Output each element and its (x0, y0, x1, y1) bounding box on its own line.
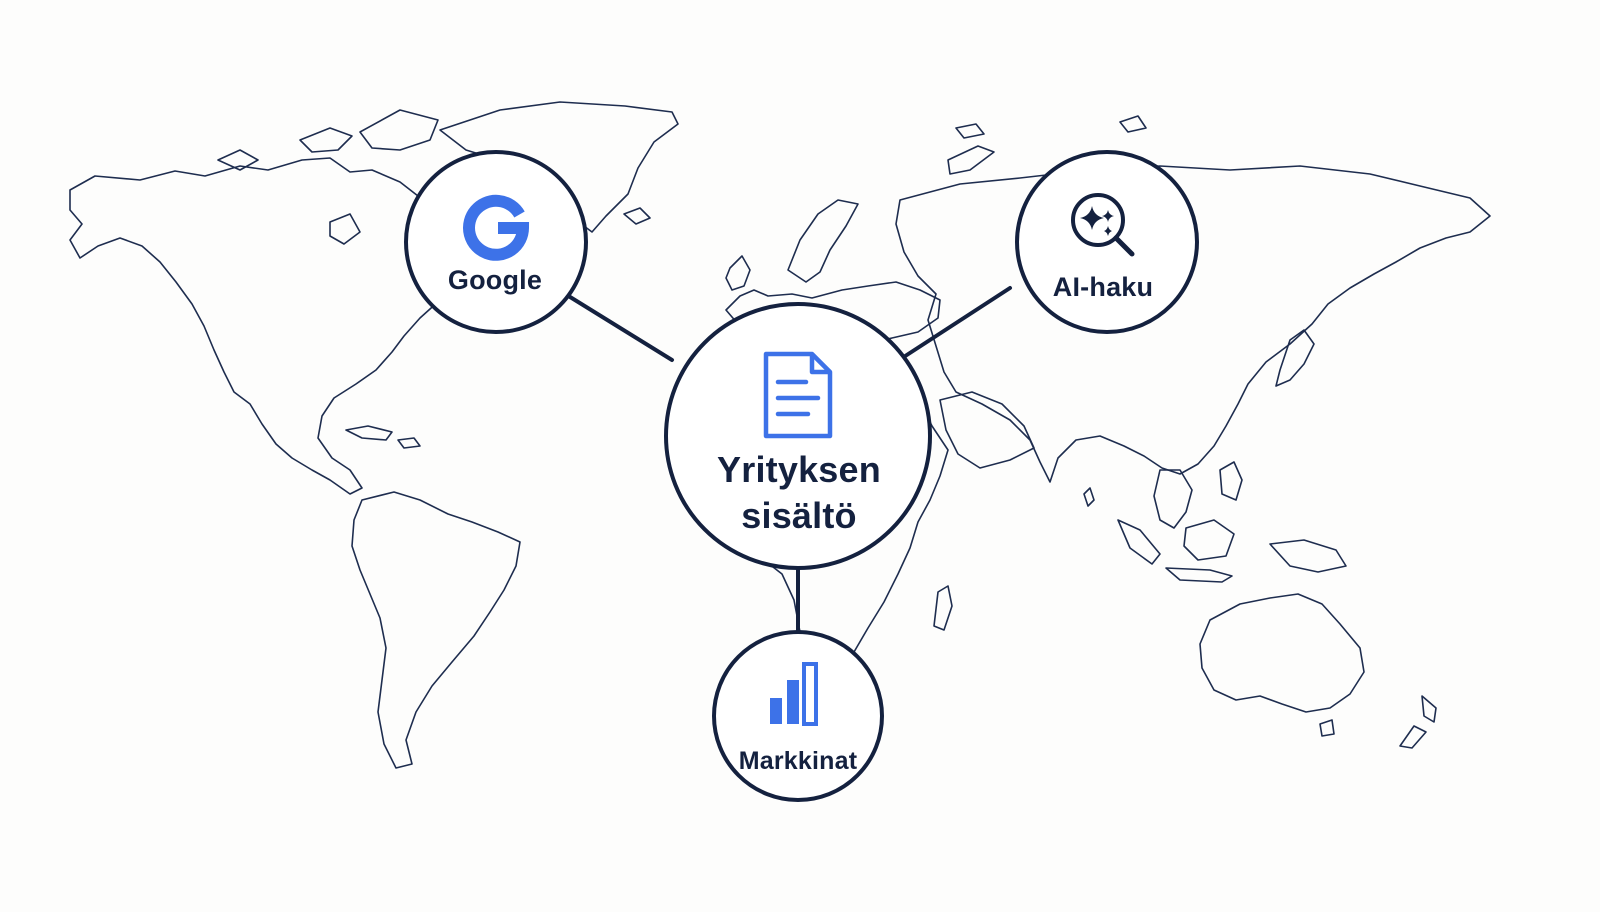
center-node-title: Yrityksen sisältö (664, 447, 934, 539)
sparkle-search-icon (1071, 193, 1135, 257)
land-indochina (1153, 469, 1193, 529)
land-arctic-island-1 (299, 127, 353, 153)
land-java (1165, 567, 1233, 583)
land-arctic-island-3 (217, 149, 259, 171)
land-cuba (345, 425, 393, 441)
land-arctic-island-2 (359, 109, 439, 151)
land-iceland (623, 207, 651, 225)
markets-node-label: Markkinat (738, 747, 858, 775)
google-node-circle (404, 150, 588, 334)
land-arabia (939, 391, 1035, 469)
land-australia (1199, 593, 1365, 713)
land-philippines (1219, 461, 1243, 501)
land-borneo (1183, 519, 1235, 561)
land-sri-lanka (1083, 487, 1095, 507)
land-sumatra (1117, 519, 1161, 565)
land-north-america (69, 157, 453, 495)
connector-google (560, 290, 674, 362)
land-hispaniola (397, 437, 421, 449)
land-south-america (351, 491, 521, 769)
land-svalbard (955, 123, 985, 139)
land-new-zealand-south (1399, 725, 1427, 749)
google-node-label: Google (447, 265, 543, 295)
land-japan (1275, 329, 1315, 387)
land-new-zealand-north (1421, 695, 1437, 723)
center-title-line-2: sisältö (741, 495, 857, 536)
land-severnaya (1119, 115, 1147, 133)
land-new-guinea (1269, 539, 1347, 573)
ai-search-node-label: AI-haku (1052, 272, 1154, 302)
connector-ai-search (894, 286, 1012, 364)
center-title-line-1: Yrityksen (717, 449, 881, 490)
land-arctic-island-4 (329, 213, 361, 245)
land-uk (725, 255, 751, 291)
land-tasmania (1319, 719, 1335, 737)
land-asia (895, 165, 1491, 483)
google-g-icon (463, 194, 530, 261)
bar-chart-icon (770, 662, 818, 726)
land-scandinavia (787, 199, 859, 283)
land-novaya-zemlya (947, 145, 995, 175)
land-madagascar (933, 585, 953, 631)
document-icon (763, 351, 833, 439)
